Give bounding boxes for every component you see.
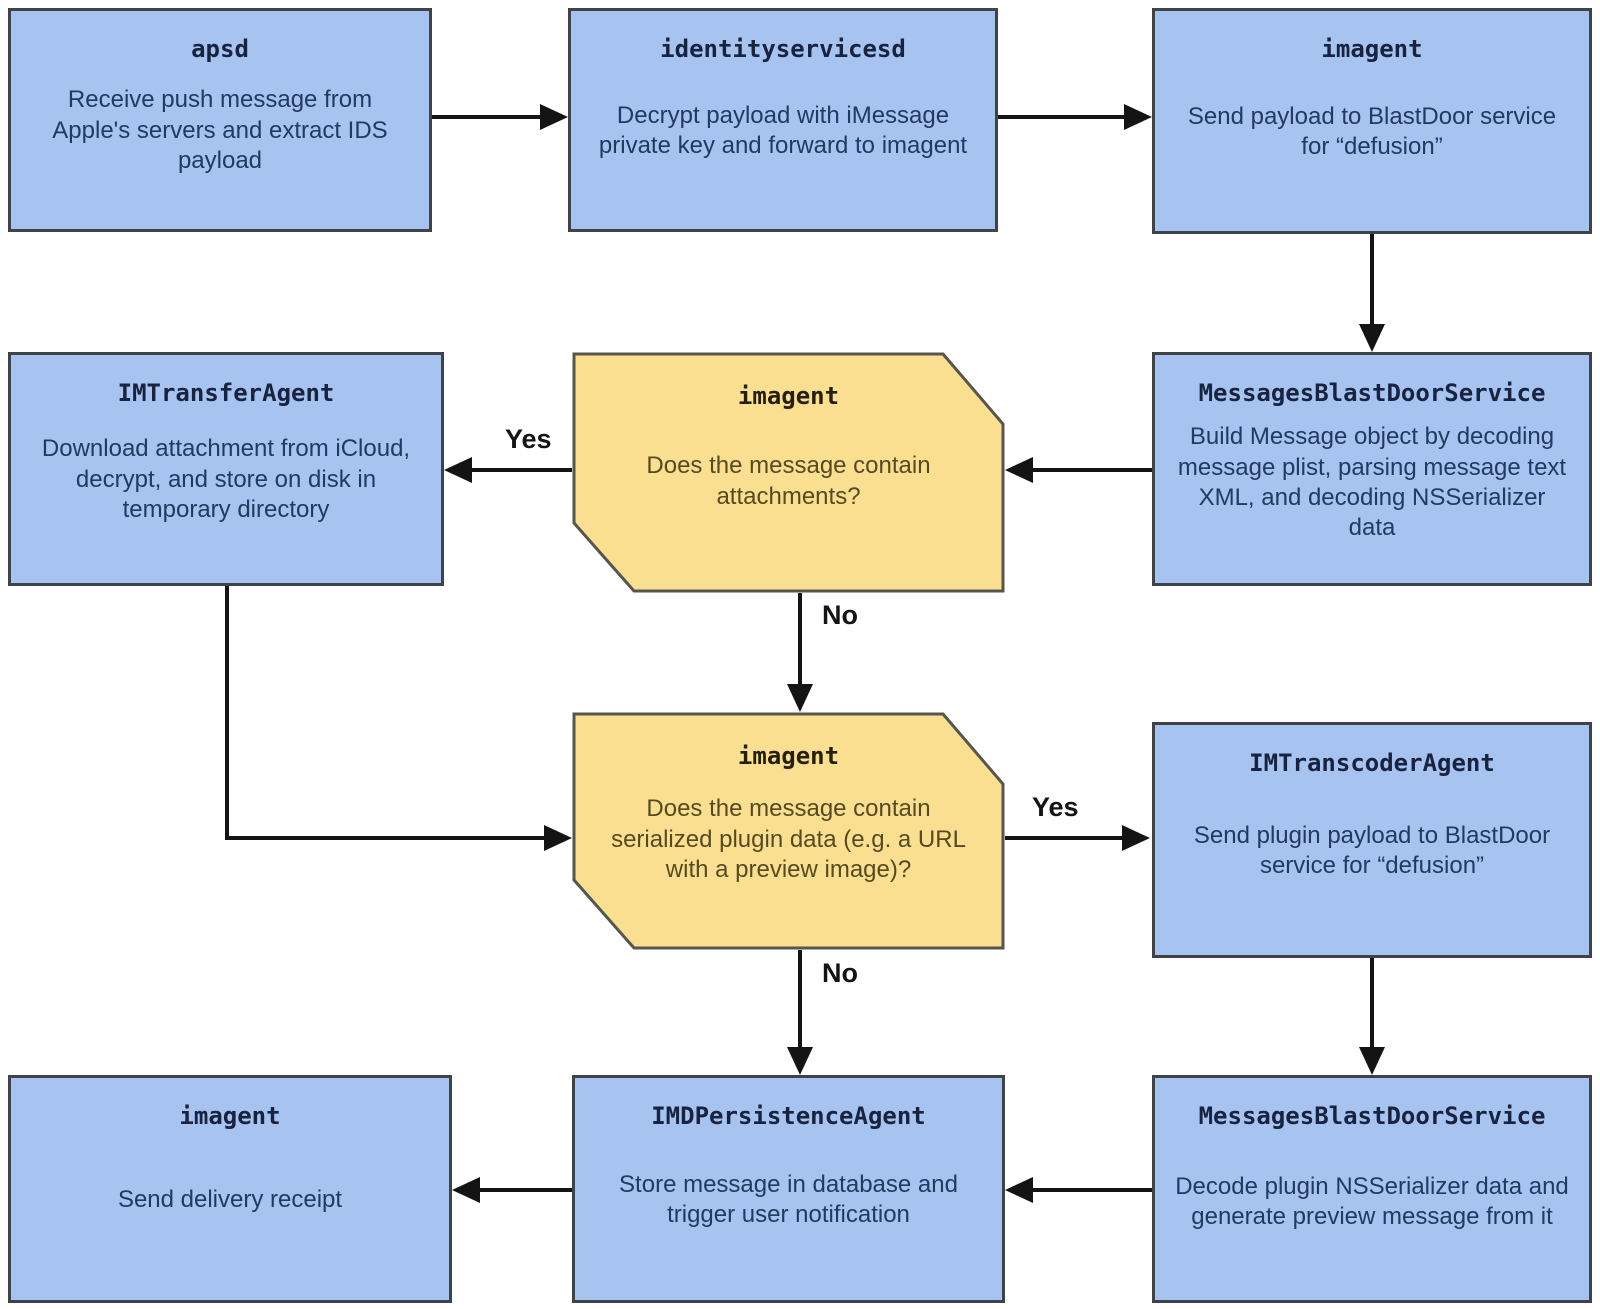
edge-decision-attachments-decision-plugin-line (798, 593, 802, 686)
edge-imtransferagent-decision-plugin-hline (225, 836, 546, 840)
edge-apsd-identityservicesd-arrowhead (540, 104, 568, 130)
edge-imtransferagent-decision-plugin-vline (225, 586, 229, 840)
edge-decision-plugin-imdpersistenceagent-arrowhead (787, 1047, 813, 1075)
node-title-imdpersistenceagent: IMDPersistenceAgent (651, 1102, 926, 1130)
edge-decision-plugin-imtranscoderagent-arrowhead (1122, 825, 1150, 851)
edge-imtransferagent-decision-plugin-arrowhead (544, 825, 572, 851)
edge-imtranscoderagent-mbds-plugin-arrowhead (1359, 1047, 1385, 1075)
edge-identityservicesd-imagent-line (998, 115, 1126, 119)
node-body-imagent-receipt: Send delivery receipt (117, 1185, 343, 1213)
node-decision-attachments: imagent Does the message contain attachm… (572, 352, 1005, 593)
node-body-identityservicesd: Decrypt payload with iMessage private ke… (598, 101, 968, 159)
edge-decision-plugin-imdpersistenceagent-line (798, 950, 802, 1049)
edge-decision-attachments-imtransferagent-arrowhead (444, 457, 472, 483)
node-title-decision-attachments: imagent (737, 382, 840, 410)
node-apsd: apsd Receive push message from Apple's s… (8, 8, 432, 232)
node-title-mbds-message: MessagesBlastDoorService (1198, 379, 1546, 407)
edge-label-yes-attachments: Yes (505, 424, 552, 454)
edge-mbds-decision-attachments-line (1031, 468, 1152, 472)
node-imtransferagent: IMTransferAgent Download attachment from… (8, 352, 444, 586)
edge-imdpersistenceagent-imagent-receipt-line (478, 1188, 572, 1192)
edge-imtranscoderagent-mbds-plugin-line (1370, 958, 1374, 1049)
node-body-mbds-message: Build Message object by decoding message… (1177, 423, 1567, 542)
node-imagent-top: imagent Send payload to BlastDoor servic… (1152, 8, 1592, 234)
node-title-imagent-top: imagent (1321, 35, 1423, 63)
edge-decision-attachments-imtransferagent-line (470, 468, 572, 472)
edge-identityservicesd-imagent-arrowhead (1124, 104, 1152, 130)
node-imagent-receipt: imagent Send delivery receipt (8, 1075, 452, 1303)
node-title-apsd: apsd (191, 35, 249, 63)
node-body-decision-plugin: Does the message contain serialized plug… (611, 795, 966, 884)
node-title-identityservicesd: identityservicesd (660, 35, 906, 63)
edge-label-yes-plugin: Yes (1032, 792, 1079, 822)
node-body-imdpersistenceagent: Store message in database and trigger us… (619, 1170, 958, 1228)
edge-imagent-mbds-arrowhead (1359, 324, 1385, 352)
node-title-imtransferagent: IMTransferAgent (117, 379, 335, 407)
decision-shape (572, 712, 1005, 950)
node-decision-plugin: imagent Does the message contain seriali… (572, 712, 1005, 950)
node-body-imtranscoderagent: Send plugin payload to BlastDoor service… (1193, 821, 1551, 879)
edge-mbds-plugin-imdpersistenceagent-line (1031, 1188, 1152, 1192)
node-body-mbds-plugin: Decode plugin NSSerializer data and gene… (1175, 1172, 1569, 1230)
edge-label-no-attachments: No (822, 600, 858, 630)
edge-decision-attachments-decision-plugin-arrowhead (787, 684, 813, 712)
node-title-imagent-receipt: imagent (179, 1102, 281, 1130)
edge-imdpersistenceagent-imagent-receipt-arrowhead (452, 1177, 480, 1203)
node-title-decision-plugin: imagent (737, 742, 840, 770)
node-title-imtranscoderagent: IMTranscoderAgent (1249, 749, 1495, 777)
node-identityservicesd: identityservicesd Decrypt payload with i… (568, 8, 998, 232)
node-body-imagent-top: Send payload to BlastDoor service for “d… (1187, 102, 1557, 160)
node-mbds-plugin: MessagesBlastDoorService Decode plugin N… (1152, 1075, 1592, 1303)
node-title-mbds-plugin: MessagesBlastDoorService (1198, 1102, 1546, 1130)
decision-shape (572, 352, 1005, 593)
node-imtranscoderagent: IMTranscoderAgent Send plugin payload to… (1152, 722, 1592, 958)
edge-label-no-plugin: No (822, 958, 858, 988)
node-body-imtransferagent: Download attachment from iCloud, decrypt… (41, 435, 411, 524)
edge-imagent-mbds-line (1370, 234, 1374, 326)
node-imdpersistenceagent: IMDPersistenceAgent Store message in dat… (572, 1075, 1005, 1303)
edge-decision-plugin-imtranscoderagent-line (1005, 836, 1124, 840)
edge-mbds-decision-attachments-arrowhead (1005, 457, 1033, 483)
node-body-decision-attachments: Does the message contain attachments? (646, 452, 931, 510)
edge-mbds-plugin-imdpersistenceagent-arrowhead (1005, 1177, 1033, 1203)
node-mbds-message: MessagesBlastDoorService Build Message o… (1152, 352, 1592, 586)
edge-apsd-identityservicesd-line (432, 115, 542, 119)
node-body-apsd: Receive push message from Apple's server… (52, 86, 388, 175)
